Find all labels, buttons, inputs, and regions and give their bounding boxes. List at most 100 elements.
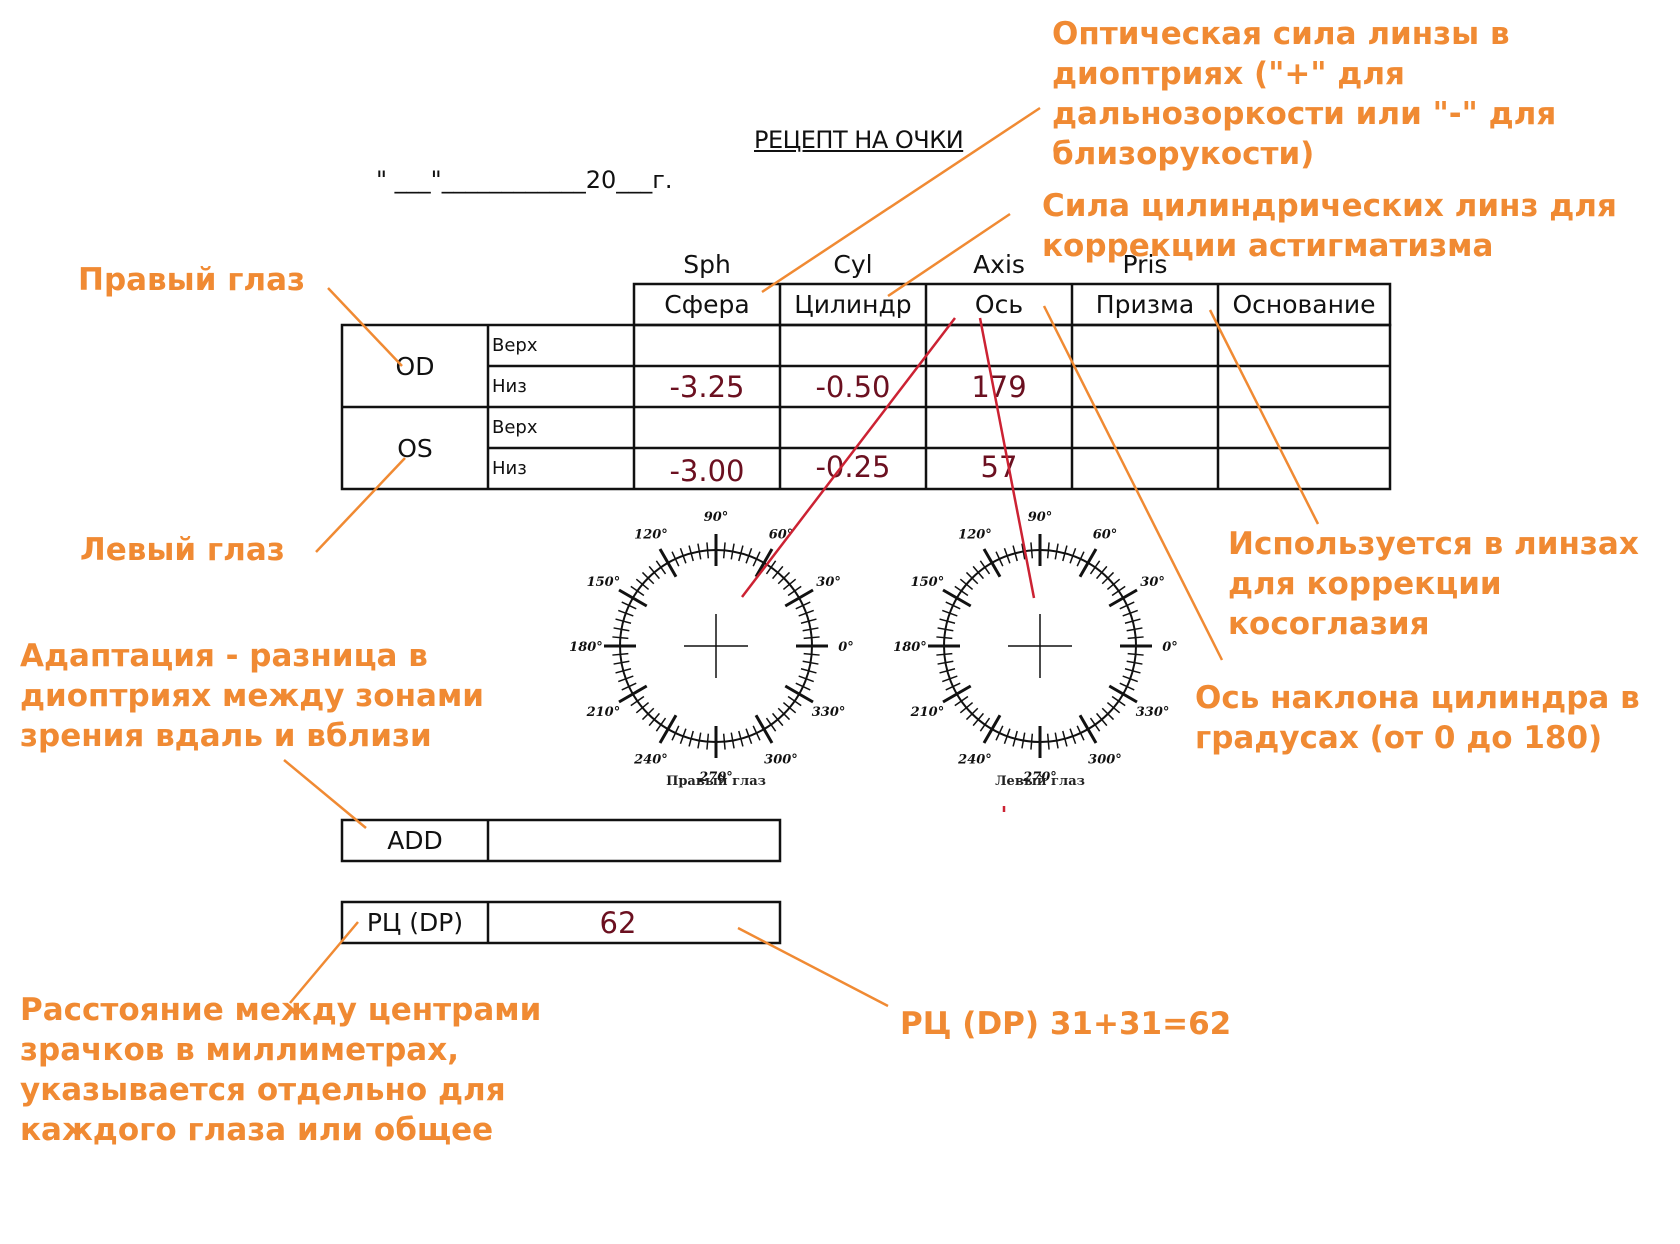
dial-tick bbox=[648, 565, 661, 580]
dial-tick bbox=[671, 551, 680, 567]
dial-degree-label: 270° bbox=[698, 770, 733, 785]
dial-tick bbox=[803, 652, 820, 656]
dial-degree-label: 30° bbox=[816, 575, 841, 590]
dial-tick bbox=[945, 601, 961, 610]
dial-tick bbox=[635, 701, 650, 714]
dial-tick bbox=[777, 571, 791, 585]
annotation-dp-line: указывается отдельно для bbox=[20, 1072, 506, 1108]
dp-value[interactable]: 62 bbox=[599, 905, 637, 940]
dial-degree-label: 30° bbox=[1140, 575, 1165, 590]
annotation-prism: Используется в линзах для коррекции косо… bbox=[1228, 524, 1639, 644]
header-base-ru: Основание bbox=[1232, 290, 1376, 319]
dial-degree-label: 180° bbox=[893, 640, 927, 655]
dial-tick bbox=[965, 707, 979, 721]
dial-tick bbox=[784, 684, 814, 704]
dial-tick bbox=[618, 588, 648, 608]
dial-tick bbox=[615, 618, 632, 624]
dial-tick bbox=[972, 565, 985, 580]
od-cyl-value[interactable]: -0.50 bbox=[815, 369, 891, 404]
dial-degree-label: 60° bbox=[1093, 527, 1118, 542]
dial-degree-label: 90° bbox=[1028, 510, 1053, 525]
annotation-sph-line: близорукости) bbox=[1052, 136, 1315, 172]
dial-tick bbox=[1062, 545, 1068, 562]
header-prism-ru: Призма bbox=[1095, 290, 1195, 319]
dial-degree-label: 90° bbox=[704, 510, 729, 525]
dial-tick bbox=[1054, 732, 1059, 749]
dial-tick bbox=[648, 712, 661, 727]
add-label: ADD bbox=[387, 826, 443, 855]
dial-tick bbox=[777, 707, 791, 721]
os-sph-value[interactable]: -3.00 bbox=[669, 453, 745, 488]
dial-tick bbox=[798, 675, 814, 683]
dial-tick bbox=[979, 717, 991, 732]
dial-tick bbox=[787, 585, 802, 597]
annotation-add-line: зрения вдаль и вблизи bbox=[20, 718, 432, 754]
dial-tick bbox=[1021, 732, 1026, 749]
header-pris-en: Pris bbox=[1122, 250, 1168, 279]
annotation-sph: Оптическая сила линзы в диоптриях ("+" д… bbox=[1052, 14, 1556, 174]
annotation-cyl-line: коррекции астигматизма bbox=[1042, 228, 1494, 264]
dial-tick bbox=[1069, 728, 1077, 744]
od-axis-value[interactable]: 179 bbox=[971, 369, 1027, 404]
annotation-dp-line: Расстояние между центрами bbox=[20, 992, 542, 1028]
dial-tick bbox=[937, 627, 954, 632]
dial-tick bbox=[1078, 548, 1098, 578]
dial-tick bbox=[706, 542, 710, 559]
dial-tick bbox=[641, 707, 655, 721]
dial-tick bbox=[697, 543, 702, 560]
dial-degree-label: 270° bbox=[1022, 770, 1057, 785]
dial-tick bbox=[982, 714, 1002, 744]
dial-tick bbox=[1111, 585, 1126, 597]
dial-tick bbox=[800, 668, 817, 674]
annotation-dp-value: РЦ (DP) 31+31=62 bbox=[900, 1006, 1232, 1042]
dial-left: 90°60°30°0°330°300°270°240°210°180°150°1… bbox=[893, 510, 1178, 785]
dial-tick bbox=[771, 712, 784, 727]
dial-tick bbox=[1076, 725, 1085, 741]
dial-tick bbox=[1089, 560, 1101, 575]
dial-tick bbox=[1101, 707, 1115, 721]
od-sub-lower: Низ bbox=[492, 376, 527, 397]
dial-tick bbox=[754, 548, 774, 578]
annotation-sph-line: дальнозоркости или "-" для bbox=[1052, 96, 1557, 132]
dial-tick bbox=[1119, 682, 1135, 691]
dial-tick bbox=[965, 571, 979, 585]
annotation-right-eye: Правый глаз bbox=[78, 262, 306, 298]
annotation-left-eye: Левый глаз bbox=[80, 532, 285, 568]
dial-tick bbox=[618, 684, 648, 704]
dial-tick bbox=[942, 588, 972, 608]
dial-tick bbox=[1122, 609, 1138, 617]
dial-tick bbox=[1046, 733, 1050, 750]
os-cyl-value[interactable]: -0.25 bbox=[815, 449, 891, 484]
dial-tick bbox=[1003, 548, 1011, 564]
dial-degree-label: 120° bbox=[634, 527, 668, 542]
dial-tick bbox=[1021, 543, 1026, 560]
dial-degree-label: 120° bbox=[958, 527, 992, 542]
dial-tick bbox=[1095, 712, 1108, 727]
dial-tick bbox=[954, 585, 969, 597]
od-sph-value[interactable]: -3.25 bbox=[669, 369, 745, 404]
dial-tick bbox=[795, 682, 811, 691]
dial-tick bbox=[688, 730, 694, 747]
header-sph-ru: Сфера bbox=[664, 290, 750, 319]
annotation-add: Адаптация - разница в диоптриях между зо… bbox=[20, 636, 484, 756]
annotation-prism-line: Используется в линзах bbox=[1228, 526, 1639, 562]
header-cyl-en: Cyl bbox=[833, 250, 873, 279]
dial-tick bbox=[802, 660, 819, 665]
eye-os: OS bbox=[397, 433, 433, 463]
dial-tick bbox=[630, 585, 645, 597]
dial-label-left: Левый глаз bbox=[995, 774, 1085, 789]
header-cyl-ru: Цилиндр bbox=[794, 290, 912, 319]
dial-tick bbox=[1124, 668, 1141, 674]
dial-degree-label: 240° bbox=[957, 753, 992, 768]
dial-tick bbox=[798, 609, 814, 617]
dial-tick bbox=[1046, 542, 1050, 559]
annotation-dp-line: зрачков в миллиметрах, bbox=[20, 1032, 459, 1068]
dial-tick bbox=[1119, 601, 1135, 610]
dial-degree-label: 150° bbox=[911, 575, 945, 590]
dial-degree-label: 0° bbox=[1162, 640, 1178, 655]
annotation-axis-line: градусах (от 0 до 180) bbox=[1195, 720, 1603, 756]
header-axis-en: Axis bbox=[973, 250, 1025, 279]
dial-tick bbox=[995, 725, 1004, 741]
dial-tick bbox=[782, 578, 797, 591]
